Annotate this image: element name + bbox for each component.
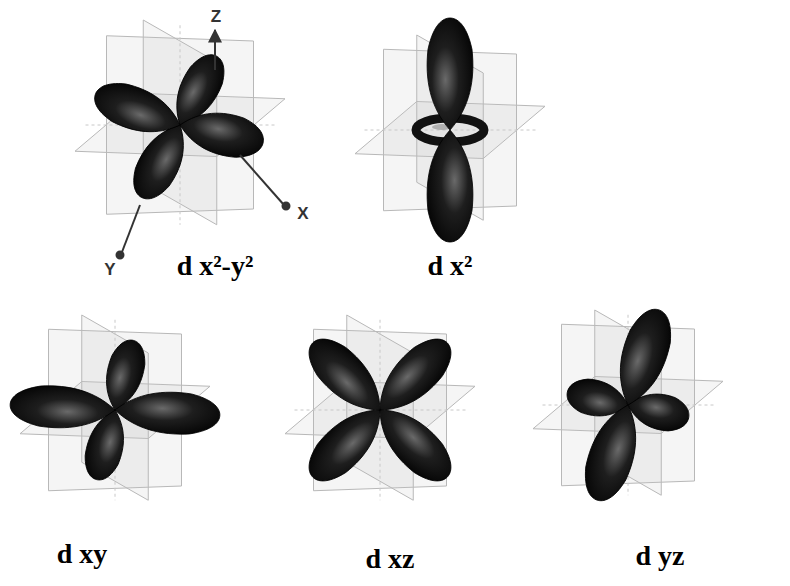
orbital-lobe xyxy=(176,105,268,163)
axis-label: X xyxy=(297,204,308,224)
d-orbital xyxy=(355,18,545,242)
axes xyxy=(117,30,290,259)
reference-planes xyxy=(285,315,475,500)
orbital-lobe xyxy=(114,389,221,436)
axis-label: Z xyxy=(211,7,221,27)
d-orbital xyxy=(533,303,723,507)
orbital-lobe xyxy=(365,395,462,492)
orbital-name: d xy xyxy=(57,538,108,570)
axis-label: Y xyxy=(104,260,115,280)
orbital-lobe xyxy=(88,75,187,145)
orbital-name: d xz xyxy=(366,543,415,575)
orbital-lobe xyxy=(427,130,473,242)
orbital-lobe xyxy=(576,398,648,507)
reference-planes xyxy=(75,20,285,225)
orbital-lobe xyxy=(427,18,473,130)
orbital-name: d x² xyxy=(428,250,473,282)
d-orbital xyxy=(75,20,290,259)
d-orbital xyxy=(9,315,221,500)
d-orbital xyxy=(285,315,475,500)
orbital-name: d x²-y² xyxy=(177,250,254,282)
orbital-lobe xyxy=(607,303,679,412)
orbital-name: d yz xyxy=(636,540,685,572)
orbital-lobe xyxy=(9,384,116,431)
